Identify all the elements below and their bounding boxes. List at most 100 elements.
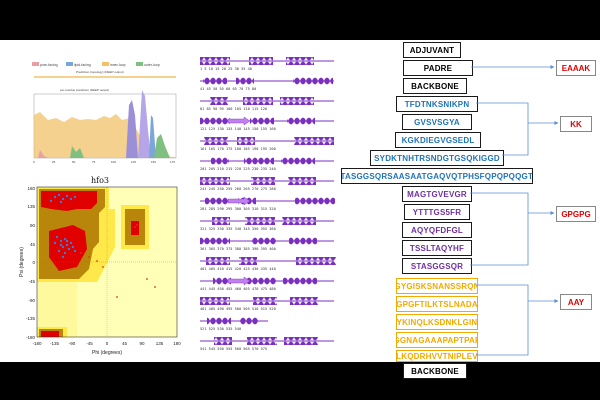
- topo-tick-3: 75: [92, 160, 96, 164]
- topo-tick-4: 100: [111, 160, 116, 164]
- helix-mark: [239, 257, 257, 265]
- helix-mark: [293, 77, 333, 85]
- topo-tick-1: 25: [52, 160, 56, 164]
- topology-chart: pore-facing lipid-facing inner-loop oute…: [30, 60, 180, 173]
- linker-gpgpg: GPGPG: [556, 206, 596, 222]
- ss-row: 281 285 290 295 300 305 310 315 320: [200, 196, 335, 211]
- blue-epitope-3: KGKDIEGVGSEDL: [395, 132, 481, 148]
- purple-epitope-1: MAGTGVEVGR: [402, 186, 472, 202]
- ss-row-numbers: 281 285 290 295 300 305 310 315 320: [200, 207, 276, 211]
- linker-kk: KK: [560, 116, 592, 132]
- rama-ytick-7: -135: [26, 316, 36, 321]
- rama-xtick-7: 135: [156, 341, 164, 346]
- helix-mark: [211, 157, 229, 165]
- helix-mark: [245, 217, 275, 225]
- helix-mark: [213, 277, 231, 285]
- ss-row-numbers: 41 45 50 55 60 65 70 75 80: [200, 87, 256, 91]
- topo-tick-7: 175: [170, 160, 175, 164]
- helix-mark: [294, 137, 334, 145]
- ss-row: 201 205 210 215 220 225 230 235 240: [200, 157, 334, 171]
- ss-row-numbers: 541 545 550 555 560 565 570 575: [200, 347, 267, 351]
- ss-row: 161 165 170 175 180 185 190 195 200: [200, 137, 334, 151]
- blue-epitope-5: STASGGSQRSAASAATGAQVQTPHSFQPQPQQGTR: [341, 168, 533, 184]
- yellow-epitope-3: YKINQLKSDNKLGIN: [396, 314, 478, 330]
- helix-mark: [295, 197, 335, 205]
- ss-row-numbers: 81 85 90 95 100 105 110 115 120: [200, 107, 267, 111]
- helix-mark: [200, 57, 230, 65]
- helix-mark: [243, 97, 273, 105]
- backbone-bottom-box: BACKBONE: [403, 363, 467, 379]
- ss-row: 541 545 550 555 560 565 570 575: [200, 337, 334, 351]
- helix-mark: [204, 137, 228, 145]
- legend-lipid: lipid-facing: [74, 63, 91, 67]
- helix-mark: [203, 77, 227, 85]
- helix-mark: [284, 337, 318, 345]
- rama-xtick-2: -90: [69, 341, 76, 346]
- yellow-epitope-4: GGNAGAAAPAPTPAP: [396, 332, 478, 348]
- legend-pore: pore-facing: [40, 63, 58, 67]
- ss-row: 121 125 130 135 140 145 150 155 160: [200, 116, 334, 131]
- legend-inner: inner-loop: [110, 63, 126, 67]
- ss-row-numbers: 481 485 490 495 500 505 510 515 520: [200, 307, 276, 311]
- purple-epitope-4: TSSLTAQYHF: [402, 240, 472, 256]
- helix-mark: [247, 337, 277, 345]
- rama-ytick-8: -180: [26, 335, 36, 340]
- rama-ytick-2: 90: [30, 223, 36, 228]
- linker-eaaak: EAAAK: [556, 60, 596, 76]
- helix-mark: [287, 117, 315, 125]
- ss-row-numbers: 161 165 170 175 180 185 190 195 200: [200, 147, 276, 151]
- ss-row: 521 525 530 535 540: [200, 317, 268, 331]
- topo-tick-2: 50: [72, 160, 76, 164]
- helix-mark: [296, 257, 336, 265]
- topology-x-ticks: 0 25 50 75 100 125 150 175: [33, 160, 175, 164]
- rama-xtick-5: 45: [122, 341, 128, 346]
- helix-mark: [200, 117, 230, 125]
- secondary-structure-map: 1 5 10 15 20 25 30 35 40 41 45 50 55 60 6…: [200, 57, 336, 351]
- purple-epitope-5: STASGGSQR: [402, 258, 472, 274]
- rama-ytick-5: -45: [28, 279, 35, 284]
- rama-ytick-3: 45: [30, 242, 36, 247]
- legend-outer: outer-loop: [144, 63, 160, 67]
- topology-label-b: per-residue prediction (DEEP output): [60, 88, 109, 92]
- helix-mark: [246, 277, 276, 285]
- padre-box: PADRE: [403, 60, 473, 76]
- helix-mark: [207, 317, 231, 325]
- rama-xtick-4: 0: [106, 341, 109, 346]
- helix-mark: [282, 217, 316, 225]
- strand-mark: [227, 196, 251, 206]
- ss-row-numbers: 361 365 370 375 380 385 390 395 400: [200, 247, 276, 251]
- adjuvant-box: ADJUVANT: [403, 42, 461, 58]
- ss-row-numbers: 1 5 10 15 20 25 30 35 40: [200, 67, 252, 71]
- ss-row-numbers: 401 405 410 415 420 425 430 435 440: [200, 267, 276, 271]
- ss-row-numbers: 321 325 330 335 340 345 350 355 360: [200, 227, 276, 231]
- topology-legend: pore-facing lipid-facing inner-loop oute…: [32, 62, 160, 67]
- ss-row-numbers: 441 445 450 455 460 465 470 475 480: [200, 287, 276, 291]
- ss-row-numbers: 521 525 530 535 540: [200, 327, 241, 331]
- helix-mark: [250, 117, 274, 125]
- ss-row: 241 245 250 255 260 265 270 275 280: [200, 177, 334, 191]
- helix-mark: [283, 277, 317, 285]
- rama-ytick-0: 180: [27, 186, 35, 191]
- linker-aay: AAY: [560, 294, 592, 310]
- purple-epitope-3: AQYQFDFGL: [402, 222, 472, 238]
- topo-tick-5: 125: [131, 160, 136, 164]
- helix-mark: [210, 97, 228, 105]
- helix-mark: [253, 297, 277, 305]
- blue-epitope-1: TFDTNKSNIKPN: [396, 96, 478, 112]
- helix-mark: [249, 57, 273, 65]
- rama-ylabel: Psi (degrees): [19, 247, 25, 277]
- helix-mark: [244, 157, 274, 165]
- yellow-epitope-2: GPGFTILKTSLNADA: [396, 296, 478, 312]
- rama-points: [49, 193, 77, 259]
- rama-xtick-3: -45: [86, 341, 93, 346]
- backbone-top-box: BACKBONE: [403, 78, 467, 94]
- yellow-epitope-1: GYGISKSNANSSRQN: [396, 278, 478, 294]
- ss-row: 81 85 90 95 100 105 110 115 120: [200, 97, 334, 111]
- blue-epitope-2: GVSVSGYA: [402, 114, 472, 130]
- helix-mark: [251, 177, 275, 185]
- ss-row-numbers: 241 245 250 255 260 265 270 275 280: [200, 187, 276, 191]
- ss-row: 41 45 50 55 60 65 70 75 80: [200, 77, 334, 91]
- helix-mark: [236, 77, 254, 85]
- topology-label-a: Prediction (topology) (DEEP output): [76, 70, 124, 74]
- rama-ytick-6: -90: [28, 298, 35, 303]
